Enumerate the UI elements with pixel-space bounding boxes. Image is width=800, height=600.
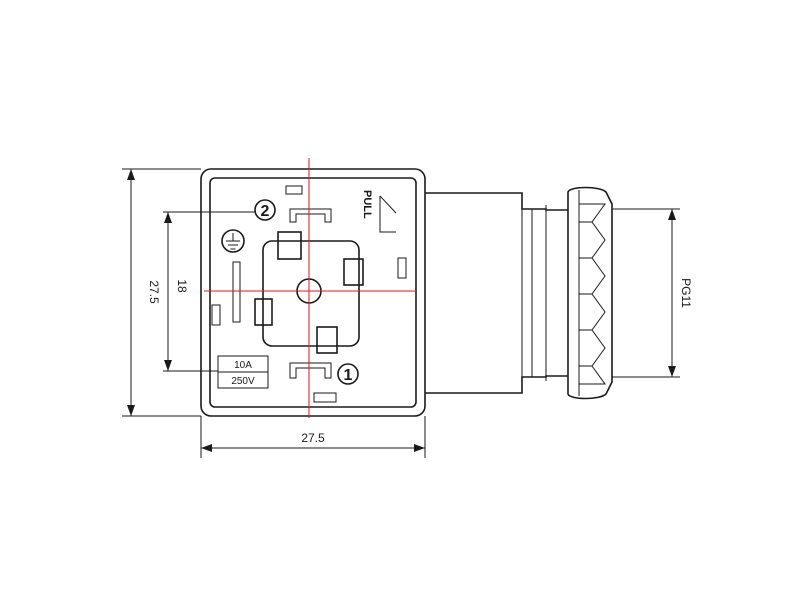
dimension-cable-gland <box>612 208 680 378</box>
vertical-slot <box>232 261 241 323</box>
contact-bottom <box>316 326 338 354</box>
connector-housing <box>200 168 426 417</box>
knurled-nut <box>567 186 613 400</box>
pull-arrow-icon <box>379 195 397 233</box>
dimension-height-overall-label: 27.5 <box>147 280 161 304</box>
terminal-bracket-2 <box>289 208 332 223</box>
terminal-bracket-1 <box>289 362 332 379</box>
rating-voltage: 250V <box>231 376 255 387</box>
contact-top <box>277 231 302 260</box>
svg-text:2: 2 <box>261 203 270 220</box>
centerlines <box>204 158 416 418</box>
rating-box: 10A 250V <box>217 355 269 389</box>
dimension-height-inner <box>163 211 255 372</box>
ground-icon <box>221 229 245 253</box>
dimension-height-inner-label: 18 <box>175 279 189 293</box>
svg-text:1: 1 <box>344 367 353 384</box>
dimension-height-overall <box>122 168 201 417</box>
cable-gland-body <box>425 192 568 394</box>
dimension-cable-gland-label: PG11 <box>679 278 693 308</box>
pin-2-marker: 2 <box>254 199 276 221</box>
pull-label: PULL <box>361 190 373 219</box>
dimension-width-overall-label: 27.5 <box>301 431 325 445</box>
dimension-width-overall <box>200 416 426 458</box>
contact-right <box>343 258 364 286</box>
contact-left <box>254 298 273 326</box>
rating-current: 10A <box>234 360 252 371</box>
pin-1-marker: 1 <box>337 363 359 385</box>
